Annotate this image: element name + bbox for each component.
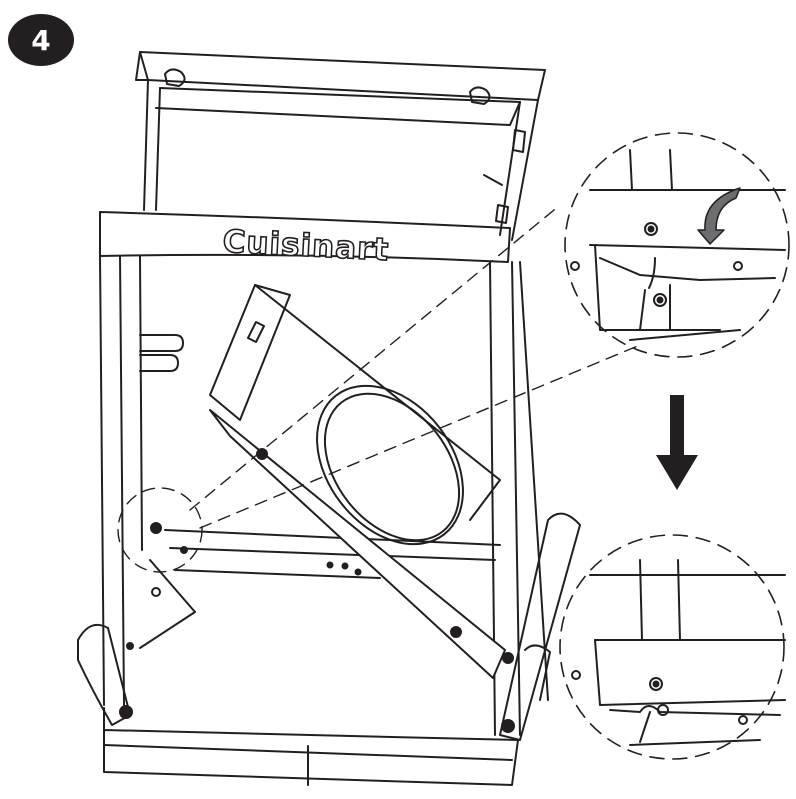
- front-handle-bar: [99, 211, 511, 263]
- callout-lines: [117, 204, 641, 573]
- arrow-down-icon: [656, 395, 698, 490]
- right-foot-bracket: [499, 512, 581, 741]
- detail-view-before: [564, 132, 790, 358]
- grill-panel: [209, 284, 506, 679]
- step-number-badge: 4: [8, 14, 74, 66]
- cart-frame: [77, 51, 581, 786]
- curved-arrow-down-icon: [697, 187, 741, 245]
- support-plate: [209, 409, 506, 679]
- burner-opening: [316, 384, 464, 546]
- lower-shelf: [164, 529, 501, 579]
- top-frame: [139, 51, 546, 101]
- left-foot-bracket: [77, 624, 131, 726]
- back-left-post: [143, 79, 161, 211]
- back-right-post: [499, 99, 539, 241]
- callout-origin: [117, 487, 203, 573]
- front-left-post: [99, 255, 143, 706]
- detail-view-after: [559, 534, 786, 760]
- bottom-base: [103, 707, 519, 786]
